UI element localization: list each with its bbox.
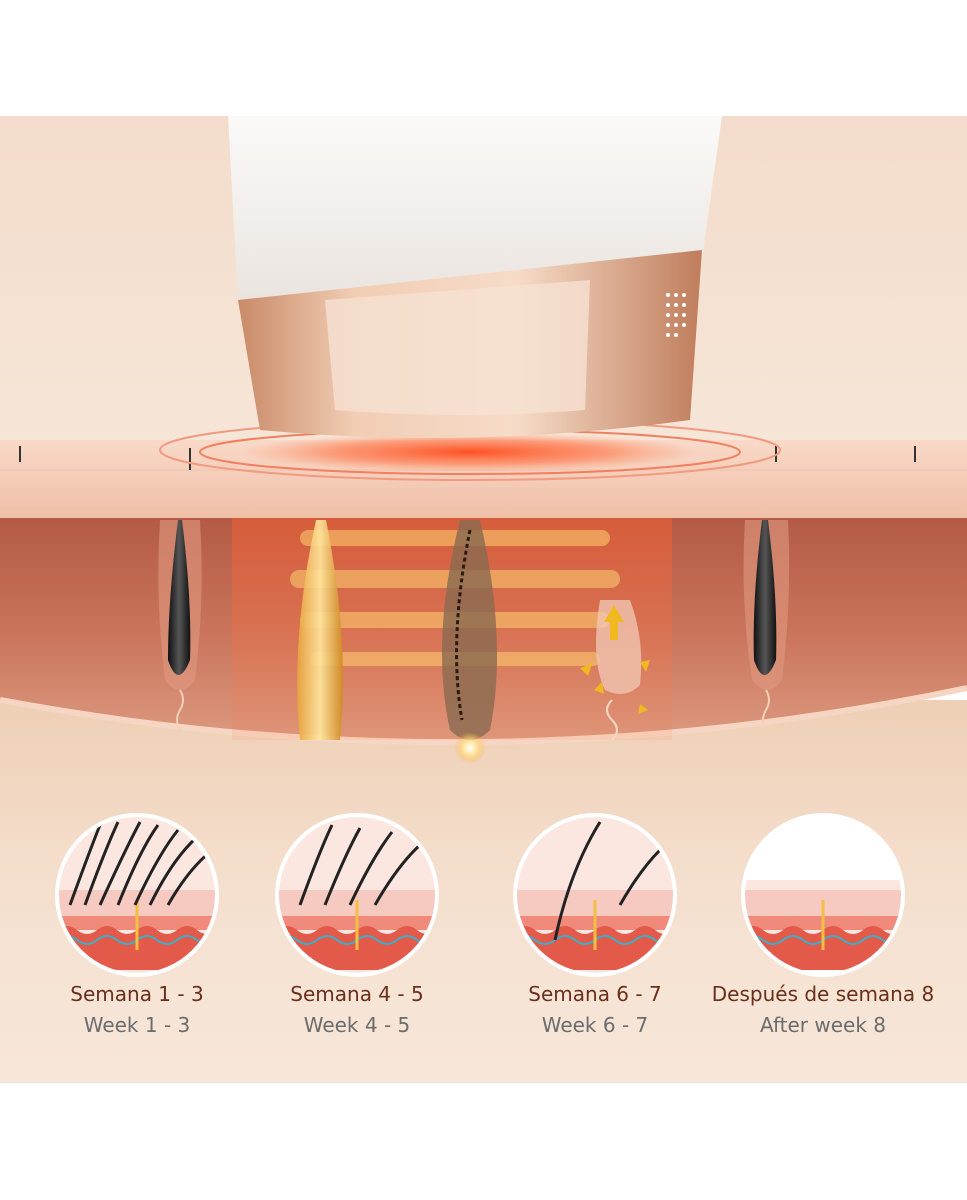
stage-2-label-en: Week 4 - 5 [303, 1013, 411, 1037]
stage-1-label-en: Week 1 - 3 [83, 1013, 191, 1037]
stage-3-label-en: Week 6 - 7 [541, 1013, 649, 1037]
hair-follicle-left [158, 520, 202, 731]
ipl-device-icon [228, 116, 722, 438]
stage-circle-2 [275, 813, 439, 977]
hair-follicle-regrowth [580, 600, 650, 741]
stage-3-label-es: Semana 6 - 7 [528, 982, 662, 1006]
stage-circle-4 [741, 813, 905, 977]
device-indicator-dots [666, 293, 686, 337]
arrow-up-icon [604, 605, 624, 640]
hair-follicle-right [743, 520, 790, 731]
stage-circle-3 [513, 813, 677, 977]
hair-follicle-destroyed [442, 520, 498, 764]
stage-circle-1 [55, 813, 219, 977]
stage-4-label-es: Después de semana 8 [711, 982, 935, 1006]
stage-1-label-es: Semana 1 - 3 [70, 982, 204, 1006]
hair-follicle-gold [297, 520, 343, 740]
stage-2-label-es: Semana 4 - 5 [290, 982, 424, 1006]
glow-spot [240, 432, 700, 472]
stage-4-label-en: After week 8 [759, 1013, 886, 1037]
